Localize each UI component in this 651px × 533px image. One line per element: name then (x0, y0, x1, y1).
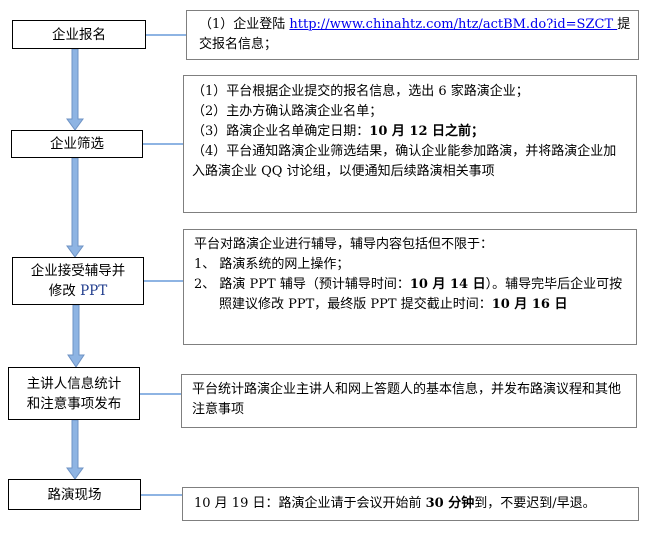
connector-line (143, 143, 183, 145)
step-label: 主讲人信息统计 (26, 375, 122, 392)
detail-text: 10 月 19 日：路演企业请于会议开始前 (194, 496, 426, 511)
step-label-ppt: PPT (80, 283, 108, 299)
arrival-time: 30 分钟 (425, 496, 475, 511)
connector-line (140, 393, 181, 395)
detail-line: 1、 路演系统的网上操作； (194, 257, 350, 272)
deadline-date: 10 月 12 日之前； (369, 124, 485, 139)
detail-text: （3）路演企业名单确定日期： (192, 124, 370, 139)
step-label: 修改 (48, 283, 81, 299)
step-onsite: 路演现场 (8, 479, 141, 510)
detail-screening: （1）平台根据企业提交的报名信息，选出 6 家路演企业； （2）主办方确认路演企… (183, 75, 637, 213)
step-label: 企业报名 (52, 26, 106, 43)
detail-text: 到，不要迟到/早退。 (474, 496, 596, 511)
detail-text: 2、 路演 PPT 辅导（预计辅导时间： (194, 277, 410, 292)
detail-signup: （1）企业登陆 http://www.chinahtz.com/htz/actB… (186, 10, 639, 60)
detail-coaching: 平台对路演企业进行辅导，辅导内容包括但不限于： 1、 路演系统的网上操作； 2、… (183, 229, 637, 345)
ppt-deadline-date: 10 月 16 日 (491, 297, 568, 312)
detail-line: （1）平台根据企业提交的报名信息，选出 6 家路演企业； (192, 84, 529, 99)
step-speakers: 主讲人信息统计和注意事项发布 (8, 367, 140, 420)
detail-text: （1）企业登陆 (199, 17, 290, 32)
detail-line: （4）平台通知路演企业筛选结果，确认企业能参加路演，并将路演企业加入路演企业 Q… (192, 144, 617, 179)
detail-line: 2、 路演 PPT 辅导（预计辅导时间：10 月 14 日）。辅导完毕后企业可按… (194, 275, 628, 315)
detail-speakers: 平台统计路演企业主讲人和网上答题人的基本信息，并发布路演议程和其他注意事项 (181, 374, 637, 428)
detail-text: ）。辅导完毕后企业可按照建议修改 PPT，最终版 PPT 提交截止时间： (219, 277, 623, 312)
detail-line: （3）路演企业名单确定日期：10 月 12 日之前； (192, 122, 628, 142)
detail-text: 提交报名信息； (199, 17, 631, 52)
signup-link[interactable]: http://www.chinahtz.com/htz/actBM.do?id=… (289, 17, 618, 32)
detail-line: （2）主办方确认路演企业名单； (192, 104, 383, 119)
step-label: 路演现场 (47, 486, 102, 503)
detail-onsite: 10 月 19 日：路演企业请于会议开始前 30 分钟到，不要迟到/早退。 (182, 487, 639, 521)
step-signup: 企业报名 (12, 20, 146, 49)
arrow-down-icon (66, 48, 84, 131)
arrow-down-icon (67, 304, 85, 368)
step-coaching: 企业接受辅导并修改 PPT (12, 257, 144, 305)
connector-line (146, 34, 186, 36)
step-screening: 企业筛选 (11, 130, 143, 158)
detail-line: 平台对路演企业进行辅导，辅导内容包括但不限于： (194, 237, 494, 252)
connector-line (144, 280, 183, 282)
arrow-down-icon (66, 419, 84, 480)
detail-text: 平台统计路演企业主讲人和网上答题人的基本信息，并发布路演议程和其他注意事项 (192, 382, 622, 417)
arrow-down-icon (66, 157, 84, 258)
coaching-date: 10 月 14 日 (409, 277, 486, 292)
step-label: 企业筛选 (50, 136, 104, 152)
step-label: 企业接受辅导并 (30, 263, 126, 279)
connector-line (141, 494, 182, 496)
step-label: 和注意事项发布 (26, 395, 122, 412)
